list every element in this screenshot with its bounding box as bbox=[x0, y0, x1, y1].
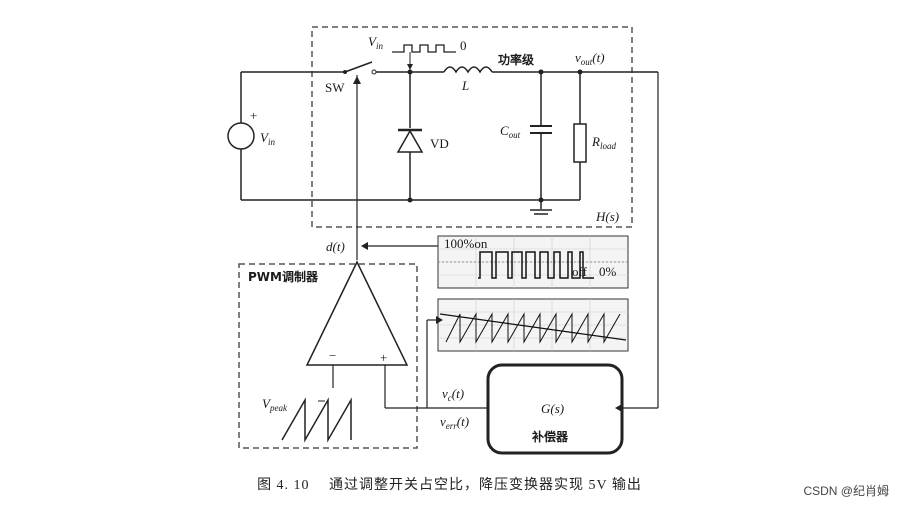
comparator-triangle bbox=[305, 260, 409, 366]
cout-label: Cout bbox=[500, 123, 521, 140]
ramp-sawtooth bbox=[445, 312, 621, 344]
power-stage-label: 功率级 bbox=[498, 52, 534, 67]
vpeak-label: Vpeak bbox=[262, 396, 288, 413]
pulse-zero-label: 0 bbox=[460, 38, 467, 53]
gs-label: G(s) bbox=[541, 401, 564, 416]
pwm-label: PWM调制器 bbox=[248, 269, 319, 284]
verr-label: verr(t) bbox=[440, 414, 469, 431]
duty-100-label: 100%on bbox=[444, 236, 488, 251]
duty-waveform bbox=[478, 251, 594, 279]
switch-pulse bbox=[392, 44, 456, 53]
control-level-line bbox=[439, 313, 627, 341]
switch-sw bbox=[344, 61, 373, 73]
input-source bbox=[227, 122, 255, 150]
comparator-plus: + bbox=[380, 350, 387, 365]
dt-label: d(t) bbox=[326, 239, 345, 254]
inductor-label: L bbox=[461, 78, 469, 93]
figure-caption: 图 4. 10 通过调整开关占空比，降压变换器实现 5V 输出 bbox=[257, 478, 642, 493]
duty-0-label: 0% bbox=[599, 264, 617, 279]
vin-source-label: Vin bbox=[260, 130, 275, 147]
compensator-box bbox=[486, 363, 624, 455]
compensator-label: 补偿器 bbox=[531, 429, 569, 444]
vin-pulse-label: Vin bbox=[368, 34, 383, 51]
inductor-l bbox=[443, 66, 493, 74]
pwm-modulator-box bbox=[238, 263, 418, 449]
power-stage-box bbox=[311, 26, 633, 228]
duty-off-label: off bbox=[572, 264, 588, 279]
source-plus: + bbox=[250, 108, 257, 123]
diode-label: VD bbox=[430, 136, 449, 151]
vc-label: vc(t) bbox=[442, 386, 464, 403]
diode-vd bbox=[396, 129, 424, 153]
sw-label: SW bbox=[325, 80, 345, 95]
watermark: CSDN @纪肖姆 bbox=[803, 484, 889, 498]
rload-label: Rload bbox=[591, 134, 616, 151]
hs-label: H(s) bbox=[595, 209, 619, 224]
sawtooth-ramp bbox=[281, 397, 352, 443]
comparator-minus: − bbox=[329, 348, 336, 363]
vout-label: vout(t) bbox=[575, 50, 605, 67]
resistor-rload bbox=[573, 123, 587, 163]
